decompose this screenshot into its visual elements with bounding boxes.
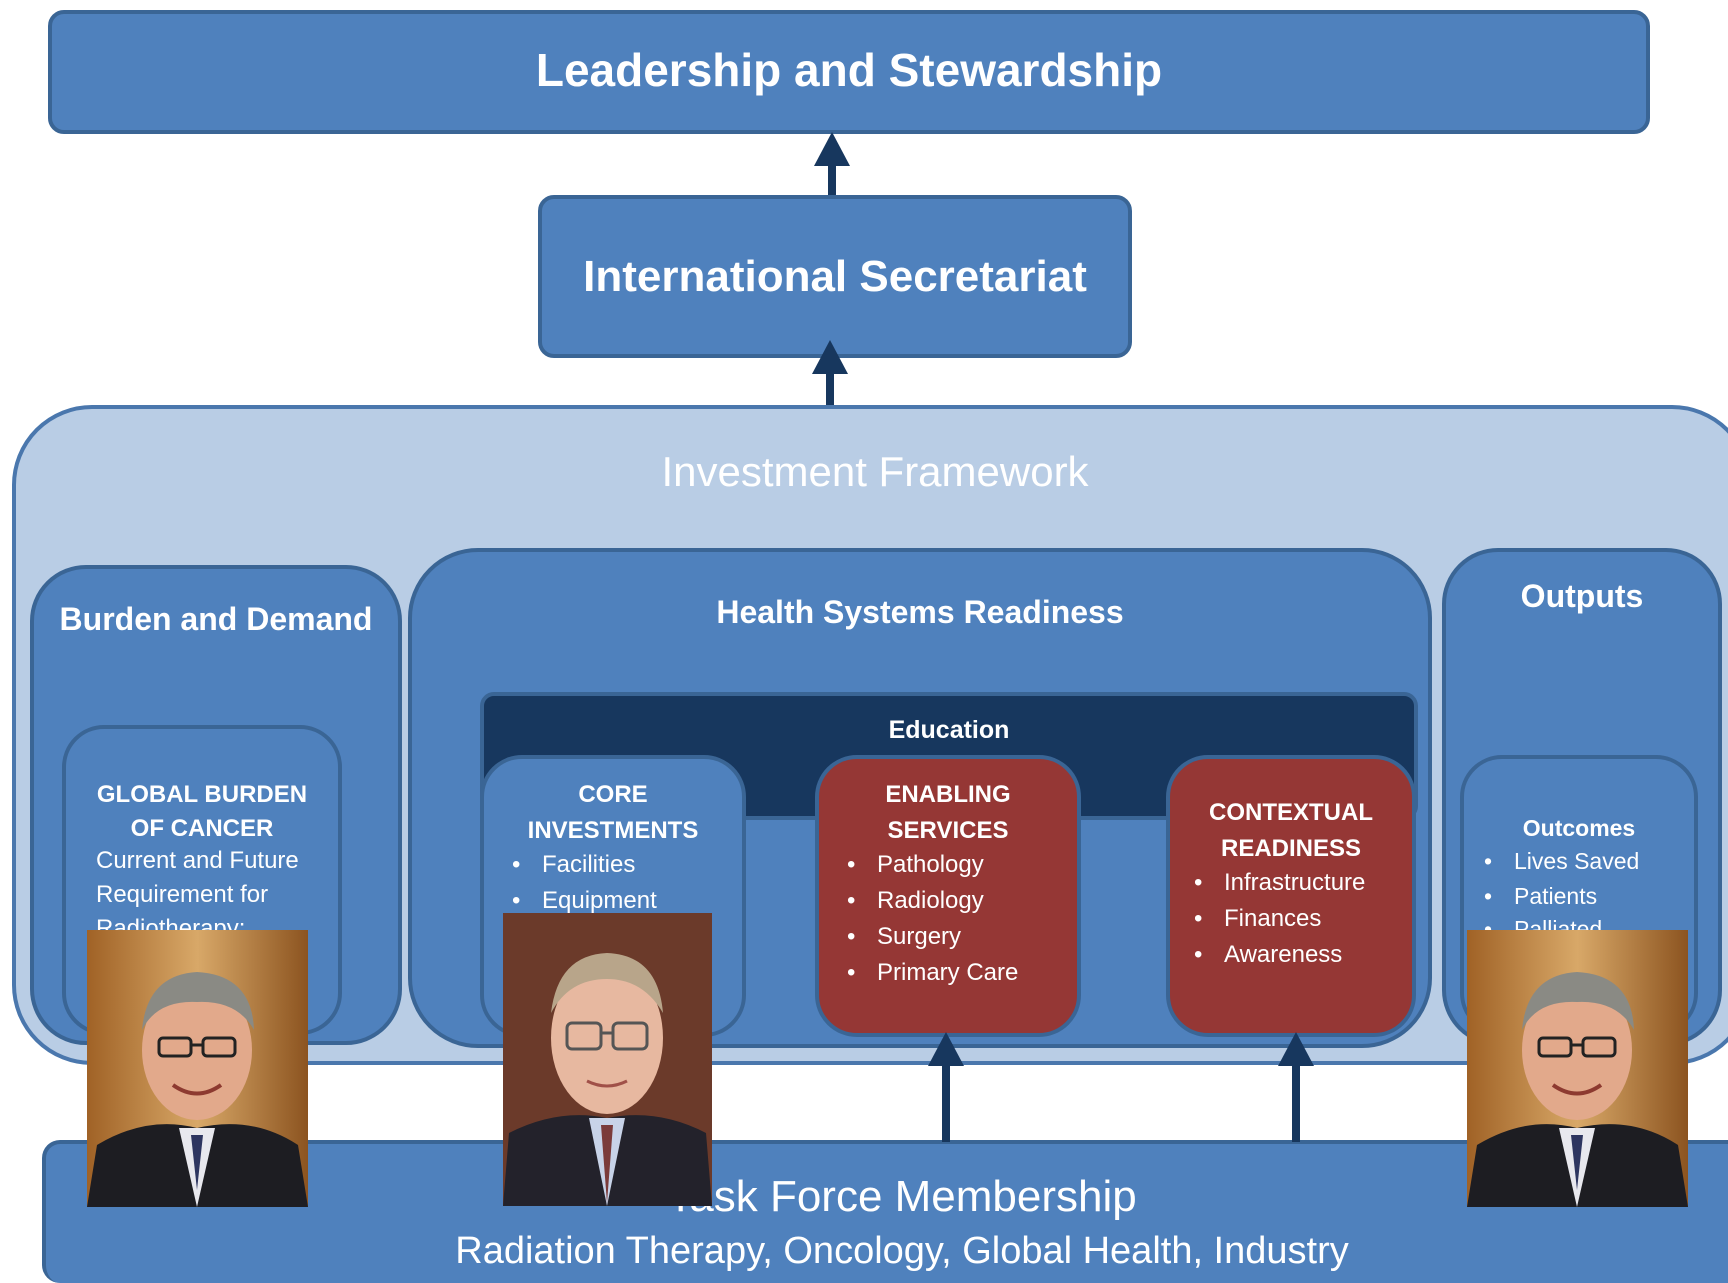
arrow-to-leadership (814, 132, 850, 196)
secretariat-title: International Secretariat (583, 252, 1087, 301)
education-label: Education (888, 716, 1010, 744)
enabling-item-pathology: Pathology (837, 851, 1077, 879)
global-burden-text-2: Requirement for (96, 881, 269, 908)
enabling-item-primary-care: Primary Care (837, 959, 1077, 987)
contextual-item-finances: Finances (1184, 905, 1412, 933)
enabling-title-1: ENABLING (885, 781, 1011, 808)
contextual-item-infrastructure: Infrastructure (1184, 869, 1412, 897)
outcome-item-lives-saved: Lives Saved (1474, 848, 1694, 875)
portrait-photo-left (87, 930, 308, 1207)
arrow-to-contextual (1278, 1032, 1314, 1142)
portrait-photo-middle (503, 913, 712, 1206)
core-title-1: CORE (578, 781, 648, 808)
membership-subtitle: Radiation Therapy, Oncology, Global Heal… (455, 1230, 1349, 1272)
arrow-to-enabling (928, 1032, 964, 1142)
membership-box: Task Force Membership Radiation Therapy,… (42, 1140, 1728, 1283)
contextual-readiness-box: CONTEXTUAL READINESS Infrastructure Fina… (1166, 755, 1416, 1037)
global-burden-text-1: Current and Future (96, 847, 299, 874)
enabling-item-surgery: Surgery (837, 923, 1077, 951)
investment-framework-title: Investment Framework (661, 448, 1089, 495)
outcomes-title: Outcomes (1522, 815, 1636, 841)
enabling-services-box: ENABLING SERVICES Pathology Radiology Su… (815, 755, 1081, 1037)
enabling-item-radiology: Radiology (837, 887, 1077, 915)
enabling-title-2: SERVICES (887, 817, 1009, 844)
membership-title: Task Force Membership (667, 1172, 1137, 1221)
portrait-photo-right (1467, 930, 1688, 1207)
contextual-item-awareness: Awareness (1184, 941, 1412, 969)
outcome-item-patients: Patients (1474, 883, 1694, 910)
secretariat-box: International Secretariat (538, 195, 1132, 358)
outputs-title: Outputs (1520, 578, 1644, 614)
burden-title: Burden and Demand (59, 601, 373, 637)
global-burden-title-1: GLOBAL BURDEN (96, 781, 308, 808)
core-title-2: INVESTMENTS (527, 817, 699, 844)
contextual-title-1: CONTEXTUAL (1209, 799, 1373, 826)
leadership-box: Leadership and Stewardship (48, 10, 1650, 134)
global-burden-title-2: OF CANCER (130, 815, 274, 842)
health-systems-title: Health Systems Readiness (716, 594, 1124, 630)
core-item-equipment: Equipment (502, 887, 742, 915)
leadership-title: Leadership and Stewardship (535, 44, 1163, 96)
core-item-facilities: Facilities (502, 851, 742, 879)
contextual-title-2: READINESS (1220, 835, 1362, 862)
